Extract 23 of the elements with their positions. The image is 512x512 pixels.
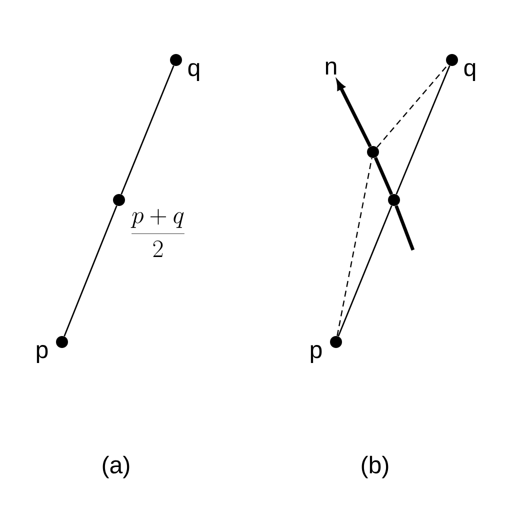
point-dot [113, 194, 125, 206]
line [338, 205, 392, 337]
point-label: n [326, 62, 336, 74]
line [396, 65, 450, 195]
dashed-line [376, 64, 448, 148]
line [64, 206, 118, 336]
point-label: p [36, 345, 48, 363]
point-label: p [310, 345, 322, 363]
dashed-line [336, 158, 372, 336]
point-dot [367, 146, 379, 158]
point-dot [446, 54, 458, 66]
panel-label: (b) [362, 456, 388, 478]
point-dot [388, 194, 400, 206]
point-dot [170, 54, 182, 66]
line [120, 65, 174, 195]
line [394, 205, 415, 251]
midpoint-formula: $\frac{p+q}{2}$ [130, 209, 184, 257]
line [374, 157, 394, 195]
point-dot [56, 336, 68, 348]
point-label: q [188, 63, 200, 81]
point-label: q [464, 63, 476, 81]
point-dot [330, 336, 342, 348]
panel-label: (a) [102, 456, 130, 478]
